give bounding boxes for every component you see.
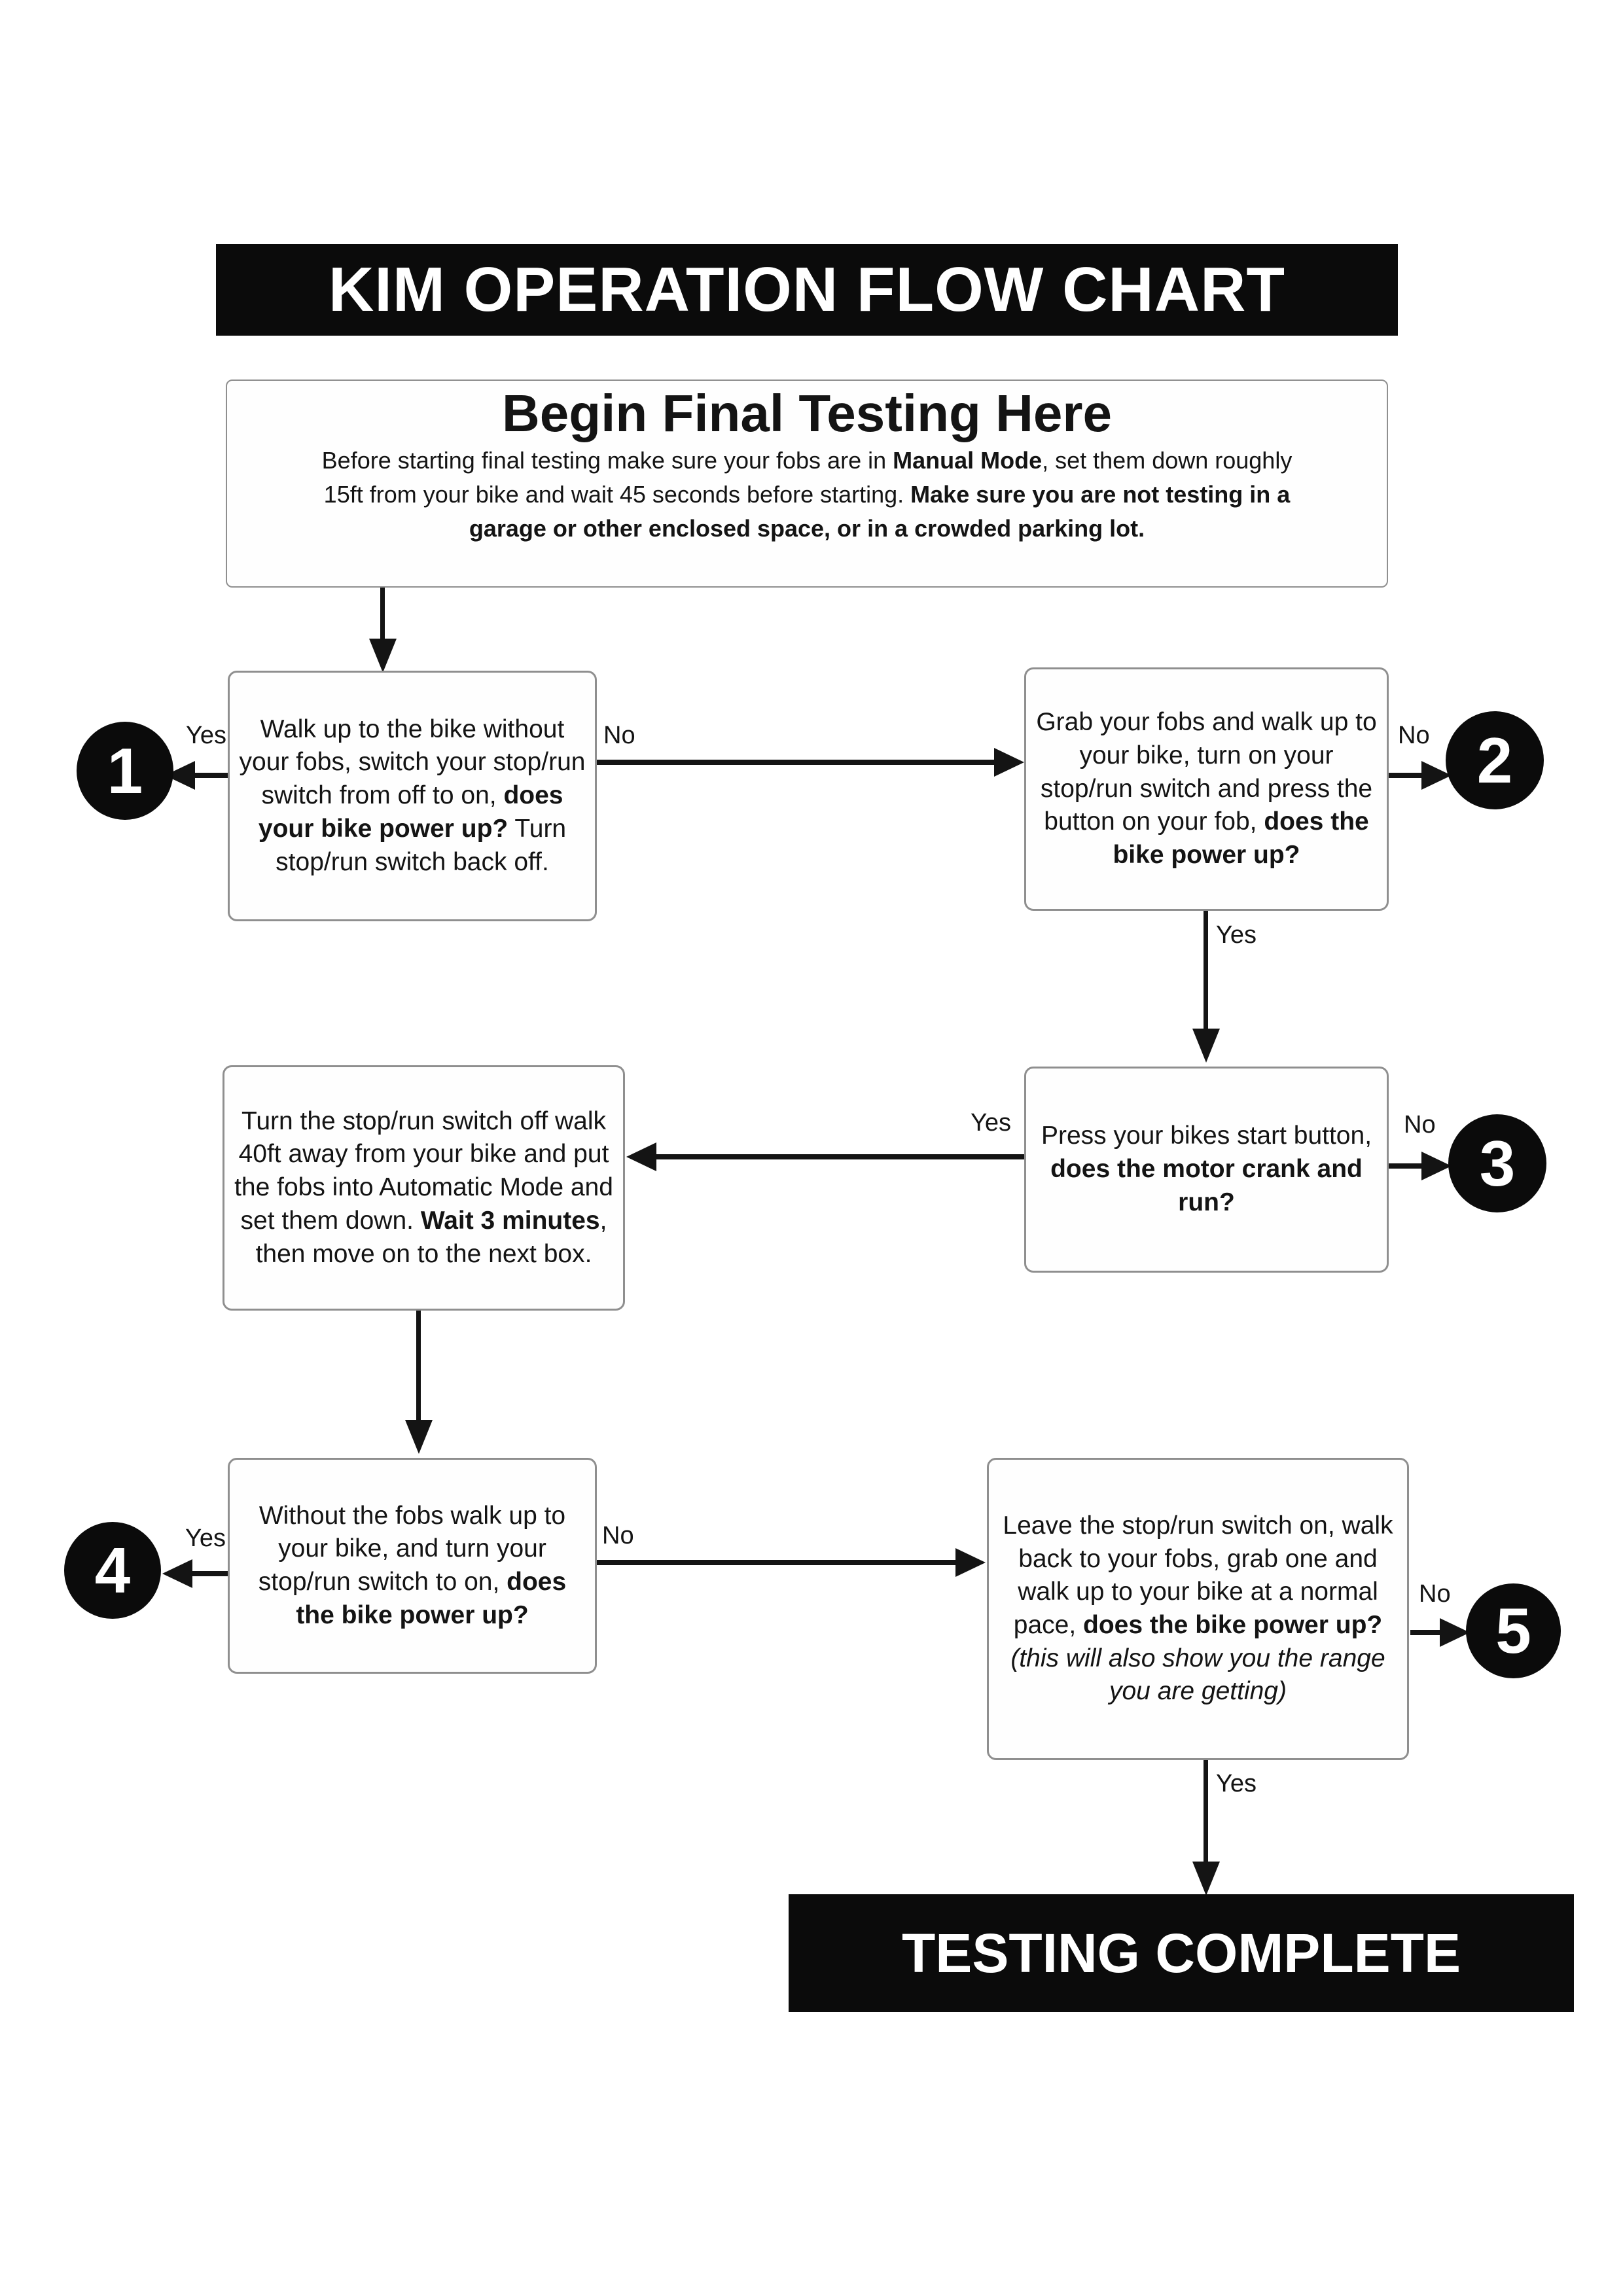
yes-label-q1: Yes [186,722,226,749]
arrow-head-left-icon [626,1142,656,1171]
endpoint-3: 3 [1448,1114,1546,1212]
node-q3-text: Press your bikes start button, does the … [1041,1122,1372,1216]
yes-label-q4: Yes [185,1525,226,1552]
node-mid-text: Turn the stop/run switch off walk 40ft a… [234,1106,613,1268]
arrow-line [380,588,385,645]
endpoint-4-number: 4 [94,1534,131,1606]
arrow-line [191,773,228,778]
endpoint-2: 2 [1446,711,1544,809]
node-q2-grab-fobs: Grab your fobs and walk up to your bike,… [1024,667,1389,911]
node-mid-automatic-mode: Turn the stop/run switch off walk 40ft a… [223,1065,625,1311]
no-label-q5: No [1419,1580,1451,1608]
node-q3-press-start: Press your bikes start button, does the … [1024,1067,1389,1273]
no-label-q4: No [602,1522,634,1549]
endpoint-4: 4 [64,1522,161,1619]
arrow-line [1389,773,1427,778]
arrow-line [652,1154,1024,1159]
no-label-q3: No [1404,1111,1436,1139]
arrow-head-right-icon [994,748,1024,777]
endpoint-5: 5 [1466,1583,1561,1678]
endpoint-3-number: 3 [1479,1127,1516,1199]
arrow-line [597,760,996,765]
yes-label-q5: Yes [1216,1770,1257,1797]
arrow-line [1410,1630,1446,1635]
arrow-head-right-icon [1421,1152,1452,1180]
begin-box: Begin Final Testing Here Before starting… [226,380,1388,588]
node-q4-without-fobs: Without the fobs walk up to your bike, a… [228,1458,597,1674]
arrow-head-down-icon [1192,1862,1220,1896]
yes-label-q3: Yes [971,1109,1011,1137]
no-label-q1: No [603,722,635,749]
arrow-head-down-icon [405,1420,433,1454]
node-q2-text: Grab your fobs and walk up to your bike,… [1036,708,1377,870]
begin-body: Before starting final testing make sure … [321,447,1293,542]
chart-title-bar: KIM OPERATION FLOW CHART [216,244,1398,336]
arrow-head-left-icon [162,1559,192,1588]
testing-complete-bar: TESTING COMPLETE [789,1894,1574,2012]
node-q1-walk-up-without-fobs: Walk up to the bike without your fobs, s… [228,671,597,921]
arrow-line [1389,1163,1427,1169]
begin-heading: Begin Final Testing Here [502,384,1112,442]
arrow-line [1204,911,1208,1032]
arrow-head-right-icon [1440,1618,1470,1647]
arrow-line [416,1311,421,1423]
node-q1-text: Walk up to the bike without your fobs, s… [239,715,586,876]
testing-complete-label: TESTING COMPLETE [901,1922,1461,1984]
arrow-head-down-icon [1192,1029,1220,1063]
arrow-line [188,1571,228,1576]
arrow-line [1204,1760,1208,1865]
endpoint-1: 1 [77,722,173,820]
no-label-q2: No [1398,722,1430,749]
endpoint-5-number: 5 [1495,1595,1531,1667]
node-q5-leave-switch-on: Leave the stop/run switch on, walk back … [987,1458,1409,1760]
endpoint-1-number: 1 [107,734,143,807]
arrow-line [597,1560,960,1565]
arrow-head-down-icon [369,639,397,673]
yes-label-q2: Yes [1216,921,1257,949]
endpoint-2-number: 2 [1476,724,1513,796]
node-q5-text: Leave the stop/run switch on, walk back … [1003,1511,1393,1706]
arrow-head-right-icon [955,1548,986,1577]
page-title: KIM OPERATION FLOW CHART [328,255,1286,325]
node-q4-text: Without the fobs walk up to your bike, a… [258,1501,567,1629]
